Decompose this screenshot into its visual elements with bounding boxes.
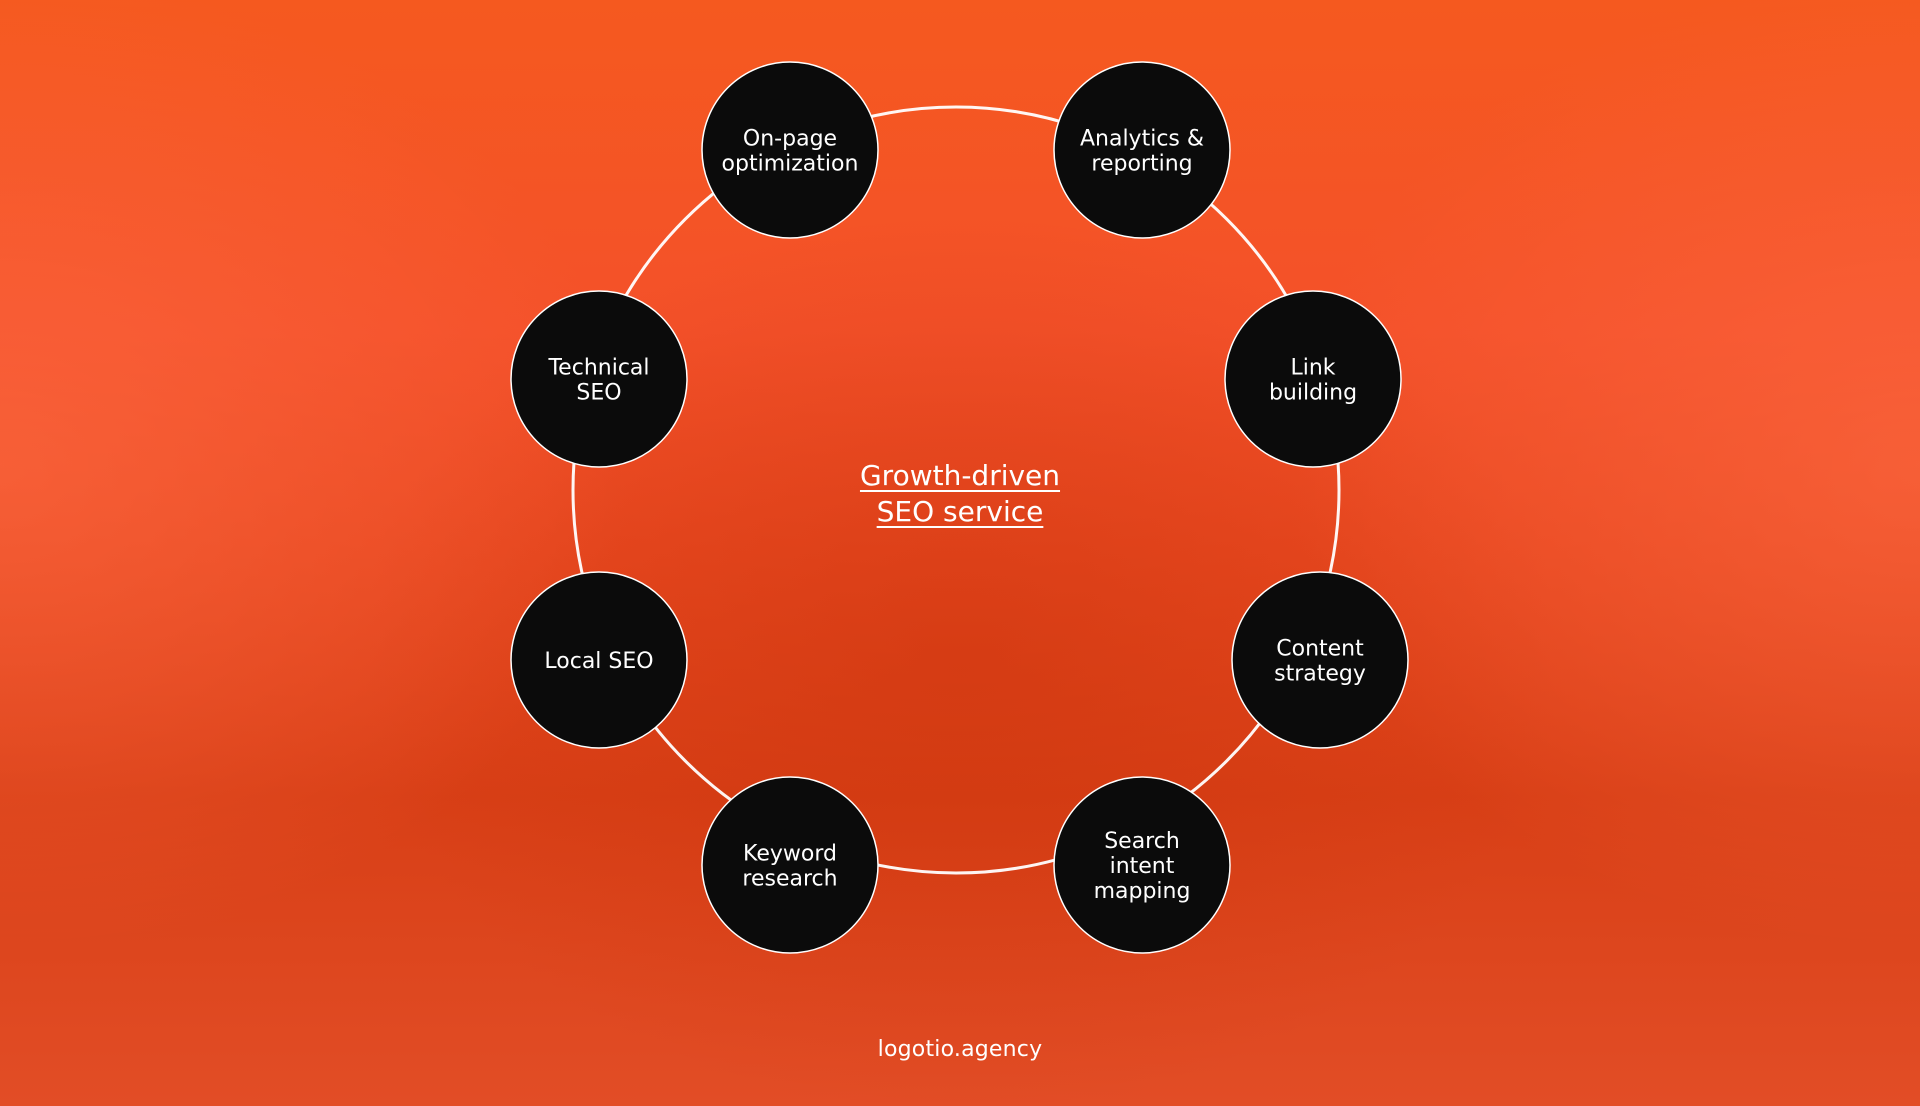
brand-logo-text: logotio.agency — [877, 1037, 1043, 1062]
node-circle — [510, 290, 688, 468]
node-local-seo: Local SEO — [510, 571, 688, 749]
node-circle — [1053, 776, 1231, 954]
node-label: Technical — [547, 356, 649, 381]
node-circle — [1053, 61, 1231, 239]
node-label: research — [742, 867, 837, 892]
node-circle — [701, 61, 879, 239]
center-title-line-2: SEO service — [876, 495, 1044, 528]
node-label: optimization — [722, 152, 859, 177]
center-title: Growth-driven SEO service — [760, 458, 1160, 530]
cycle-ring — [571, 105, 1341, 875]
node-label: reporting — [1091, 152, 1192, 177]
node-label: Keyword — [743, 842, 837, 867]
center-title-line-1: Growth-driven — [859, 459, 1061, 492]
node-label: building — [1269, 381, 1357, 406]
node-label: Local SEO — [544, 649, 653, 674]
node-label: strategy — [1274, 662, 1366, 687]
node-circle — [1224, 290, 1402, 468]
node-label: mapping — [1094, 879, 1191, 904]
node-circle — [510, 571, 688, 749]
node-circle — [1231, 571, 1409, 749]
node-circle — [701, 776, 879, 954]
node-label: On-page — [743, 127, 837, 152]
node-label: intent — [1110, 854, 1175, 879]
node-analytics-reporting: Analytics &reporting — [1053, 61, 1231, 239]
node-label: Content — [1276, 637, 1364, 662]
node-label: SEO — [576, 381, 621, 406]
node-label: Search — [1104, 829, 1180, 854]
node-label: Analytics & — [1080, 127, 1204, 152]
node-label: Link — [1290, 356, 1335, 381]
